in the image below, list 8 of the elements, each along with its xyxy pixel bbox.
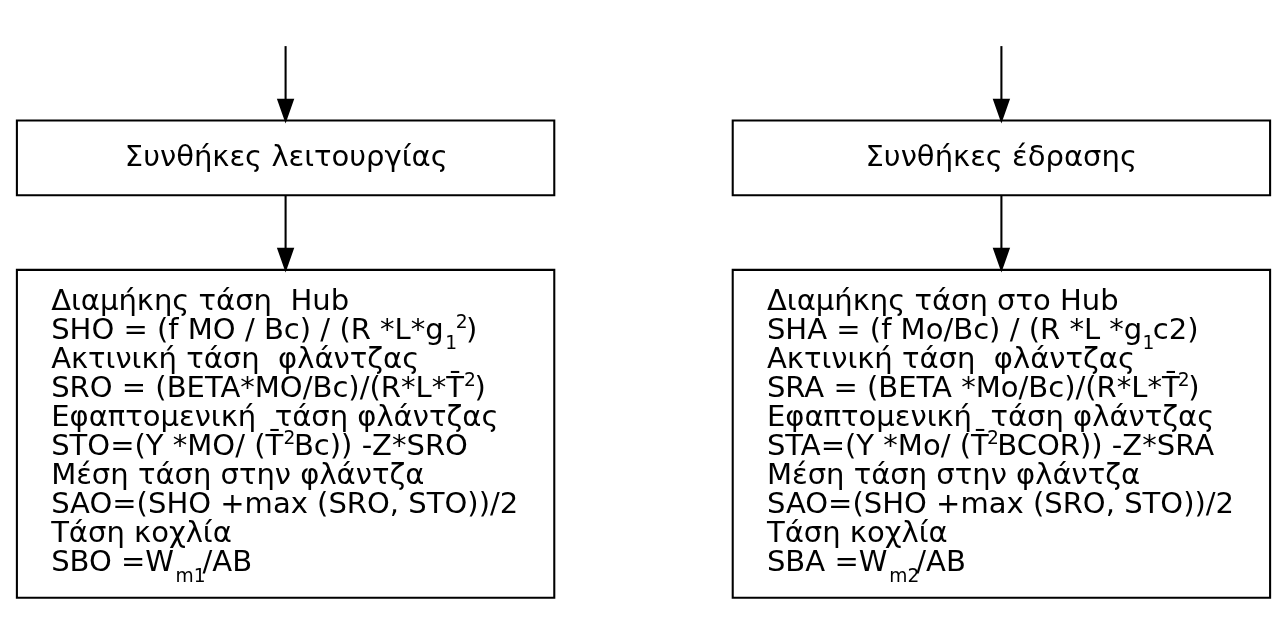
- node-box: Διαμήκης τάση στο Hub SHA = (f Mo/Bc) / (R *L *g$_{1}$c2) Ακτινική τάση φλάντζας SRA = (BETA *Mo/Bc)/(R*L*T̄$^{2}$) Εφαπτομενική τάση φλάντζας STA=(Y *Mo/ (T̄$^{2}$BCOR)) -Z*SRA Μέση τάση στην φλάντζα SAO=(SHO +max (SRO, STO))/2 Τάση κοχλία SBA =W$_{m2}$/AB: [731, 268, 1272, 599]
- arrow: [276, 46, 295, 124]
- arrow: [992, 195, 1011, 273]
- arrow: [992, 46, 1011, 124]
- arrow: [276, 195, 295, 273]
- node-box: Συνθήκες έδρασης: [731, 119, 1272, 197]
- node-box: Διαμήκης τάση Hub SHO = (f MO / Bc) / (R *L*g$_{1}$$^{2}$) Ακτινική τάση φλάντζας SRO = (BETA*MO/Bc)/(R*L*T̄$^{2}$) Εφαπτομενική τάση φλάντζας STO=(Y *MO/ (T̄$^{2}$Bc)) -Z*SRO Μέση τάση στην φλάντζα SAO=(SHO +max (SRO, STO))/2 Τάση κοχλία SBO =W$_{m1}$/AB: [15, 268, 556, 599]
- node-box: Συνθήκες λειτουργίας: [15, 119, 556, 197]
